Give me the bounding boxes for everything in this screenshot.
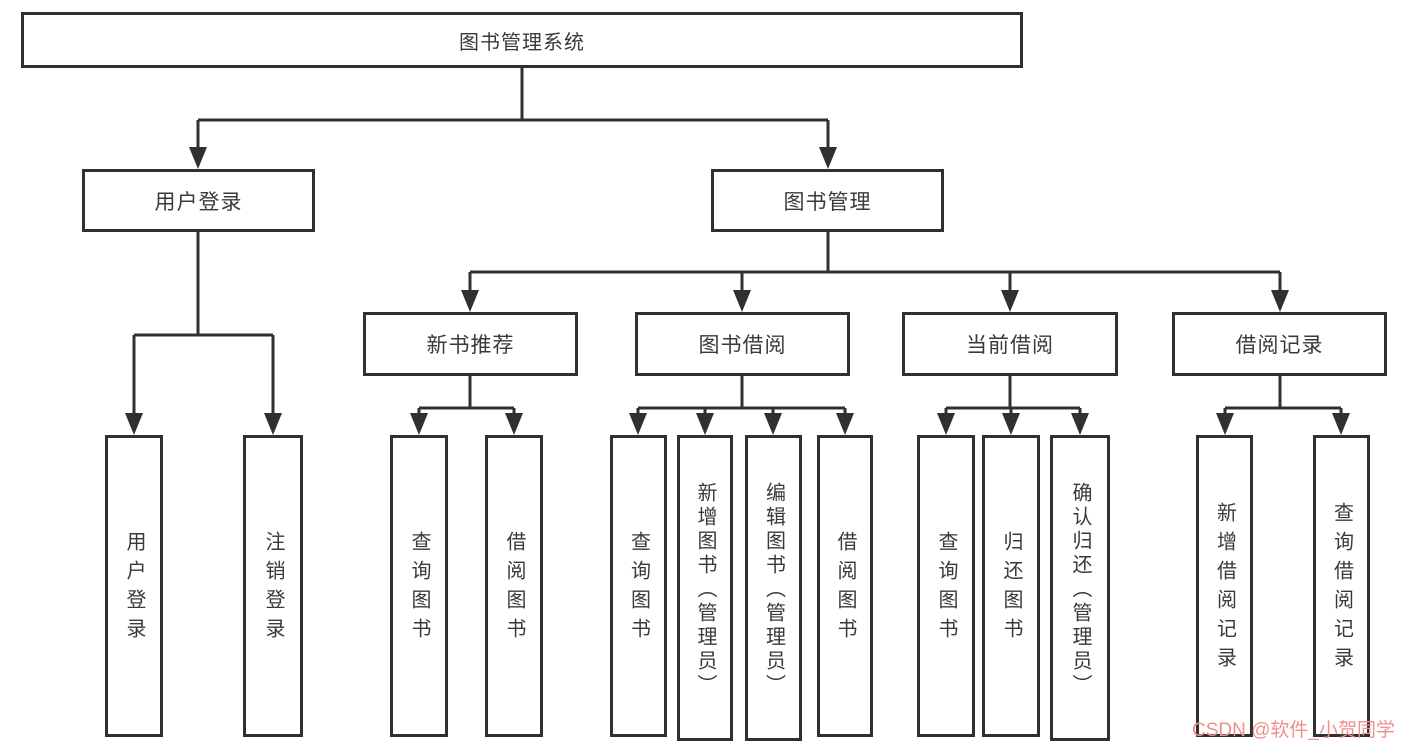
csdn-watermark: CSDN @软件_小贺同学 [1192, 720, 1395, 741]
node-user-login-leaf: 用户登录 [105, 435, 163, 737]
node-add-books-admin: 新增图书（管理员） [677, 435, 733, 741]
node-return-books: 归还图书 [982, 435, 1040, 737]
node-query-books-recommend: 查询图书 [390, 435, 448, 737]
node-query-borrow-record: 查询借阅记录 [1313, 435, 1370, 737]
node-logout: 注销登录 [243, 435, 303, 737]
node-current-borrow: 当前借阅 [902, 312, 1118, 376]
node-query-books-borrow: 查询图书 [610, 435, 667, 737]
node-confirm-return-admin: 确认归还（管理员） [1050, 435, 1110, 741]
node-library-management-system: 图书管理系统 [21, 12, 1023, 68]
node-edit-books-admin: 编辑图书（管理员） [745, 435, 802, 741]
node-book-management: 图书管理 [711, 169, 944, 232]
node-add-borrow-record: 新增借阅记录 [1196, 435, 1253, 737]
node-user-login: 用户登录 [82, 169, 315, 232]
node-borrow-books-recommend: 借阅图书 [485, 435, 543, 737]
node-new-book-recommend: 新书推荐 [363, 312, 578, 376]
arrowheads [125, 147, 1350, 435]
node-query-books-current: 查询图书 [917, 435, 975, 737]
node-borrow-books-leaf: 借阅图书 [817, 435, 873, 737]
node-book-borrow: 图书借阅 [635, 312, 850, 376]
node-borrow-record: 借阅记录 [1172, 312, 1387, 376]
